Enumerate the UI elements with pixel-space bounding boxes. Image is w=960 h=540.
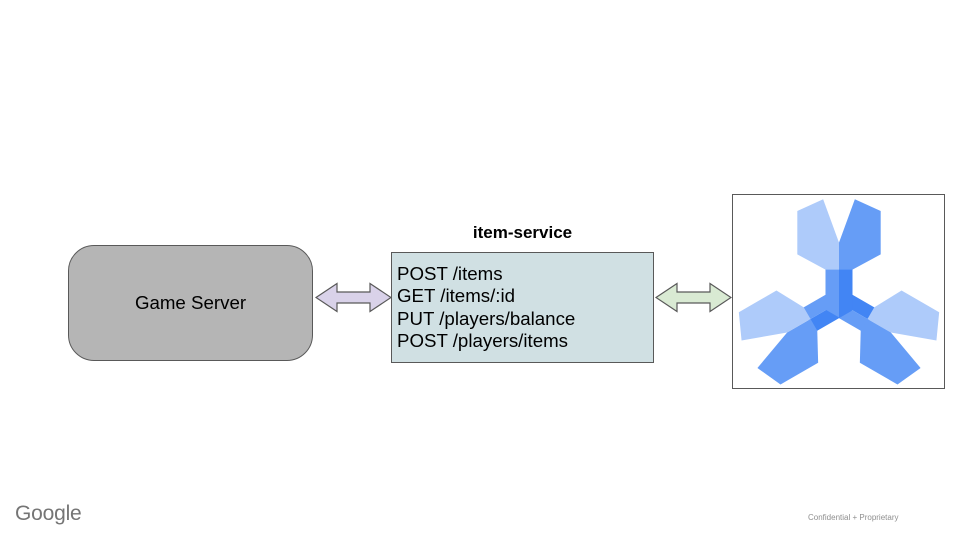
endpoint-line: PUT /players/balance xyxy=(397,307,576,329)
spanner-arm xyxy=(825,286,939,384)
left-double-arrow-icon[interactable] xyxy=(315,282,392,313)
endpoint-line: POST /players/items xyxy=(397,329,569,351)
item-service-title: item-service xyxy=(472,223,573,242)
arm-face xyxy=(824,266,839,317)
endpoint-line: POST /items xyxy=(397,262,503,284)
arm-face xyxy=(738,290,811,341)
game-server-node[interactable]: Game Server xyxy=(68,245,313,361)
game-server-label: Game Server xyxy=(134,292,247,313)
arm-face xyxy=(859,318,921,384)
cloud-spanner-icon xyxy=(738,198,939,384)
arm-face xyxy=(866,290,939,341)
arm-face xyxy=(838,198,881,270)
double-arrow-shape xyxy=(315,282,392,313)
spanner-panel[interactable] xyxy=(732,194,945,389)
confidential-note: Confidential + Proprietary xyxy=(808,513,899,522)
arm-face xyxy=(838,266,853,317)
arm-face xyxy=(756,318,818,384)
google-logo: Google xyxy=(15,502,82,525)
item-service-node[interactable]: POST /items GET /items/:id PUT /players/… xyxy=(391,252,654,363)
double-arrow-shape xyxy=(655,282,732,313)
endpoint-line: GET /items/:id xyxy=(397,285,516,307)
arm-face xyxy=(796,198,839,270)
right-double-arrow-icon[interactable] xyxy=(655,282,732,313)
spanner-arm xyxy=(796,198,881,317)
